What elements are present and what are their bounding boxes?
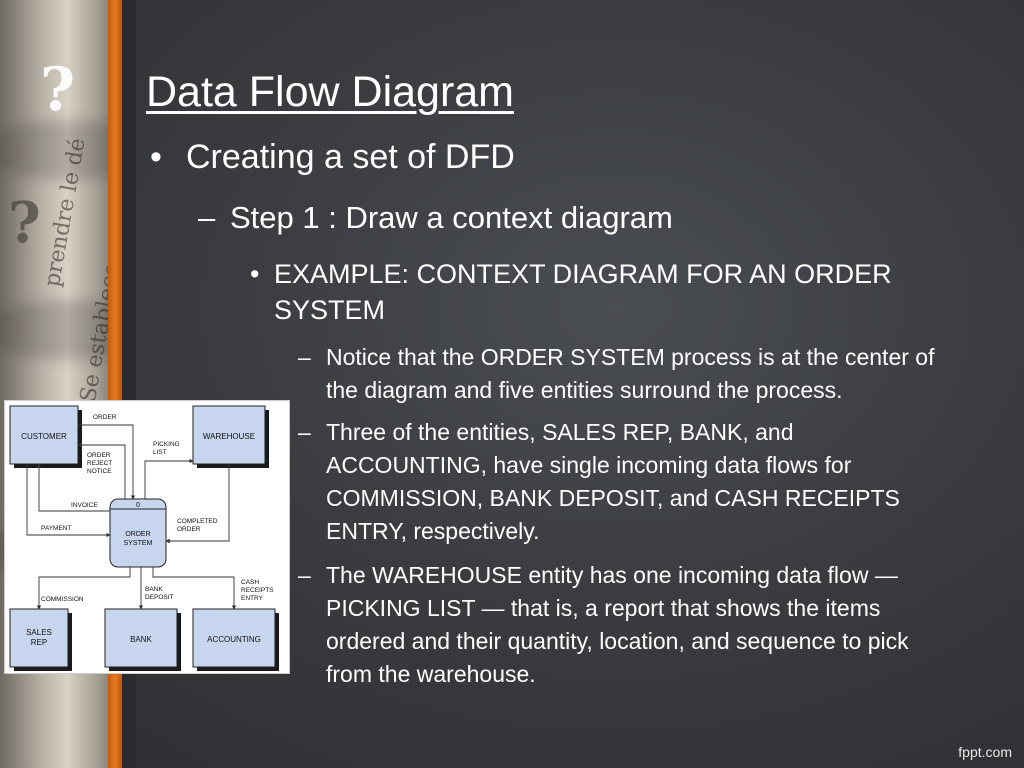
question-mark-icon: ? (40, 55, 76, 125)
bullet-icon: • (150, 138, 162, 176)
sub-bullet-text: The WAREHOUSE entity has one incoming da… (326, 562, 909, 687)
entity-label: WAREHOUSE (203, 432, 255, 441)
slide-title: Data Flow Diagram (146, 68, 514, 116)
entity-customer: CUSTOMER (9, 405, 82, 468)
entity-label: ACCOUNTING (207, 635, 261, 644)
footer-brand: fppt.com (958, 744, 1012, 760)
entity-warehouse: WAREHOUSE (192, 405, 269, 468)
flow-label: COMMISSION (41, 596, 84, 603)
sub-bullet-text: Three of the entities, SALES REP, BANK, … (326, 419, 900, 544)
flow-label: ORDER (93, 414, 117, 421)
bullet-text: Step 1 : Draw a context diagram (230, 200, 673, 235)
flow-label: INVOICE (71, 502, 98, 509)
entity-label: BANK (130, 635, 152, 644)
data-flows (26, 424, 237, 610)
dash-icon: – (298, 344, 311, 370)
bullet-text: EXAMPLE: CONTEXT DIAGRAM FOR AN ORDER SY… (274, 259, 892, 325)
bullet-icon: • (250, 259, 260, 289)
entity-bank: BANK (104, 608, 181, 671)
process-number: 0 (136, 502, 140, 509)
dash-icon: – (298, 419, 311, 445)
flow-label: PAYMENT (41, 525, 71, 532)
bullet-text: Creating a set of DFD (186, 138, 515, 176)
dash-icon: – (298, 562, 311, 588)
sub-bullet-text: Notice that the ORDER SYSTEM process is … (326, 344, 935, 403)
question-mark-icon: ? (8, 190, 41, 256)
entity-label: CUSTOMER (21, 432, 67, 441)
entity-accounting: ACCOUNTING (192, 608, 279, 671)
dash-icon: – (198, 200, 216, 235)
